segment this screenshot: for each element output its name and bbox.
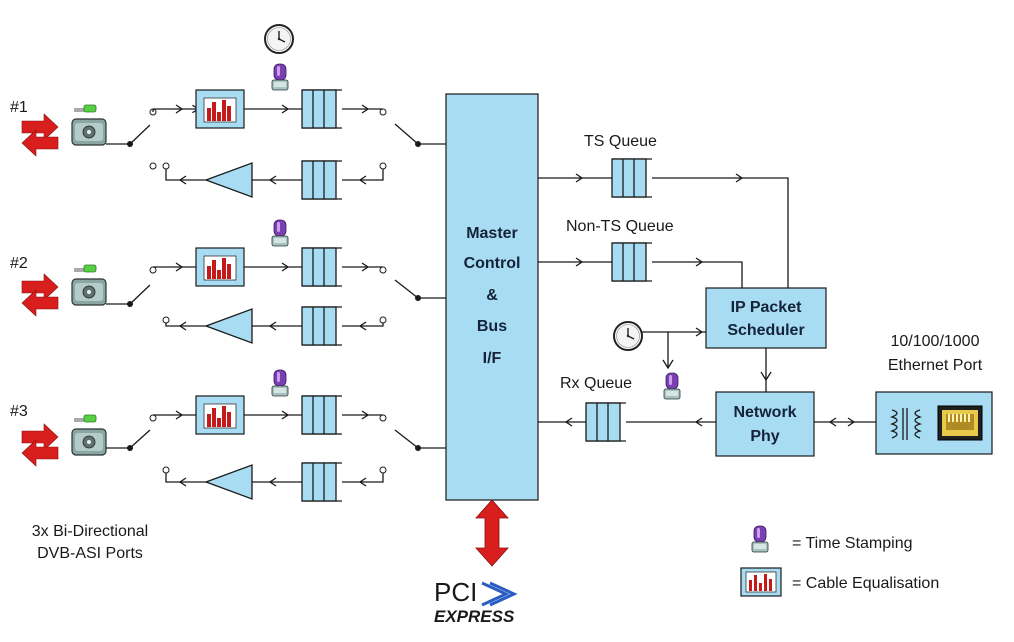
queue-icon: [301, 160, 343, 200]
clock-icon: [264, 24, 294, 54]
port-label-3: #3: [10, 403, 28, 420]
queue-icon: [301, 395, 343, 435]
amplifier-icon: [205, 464, 253, 500]
ethernet-label-line1: 10/100/1000: [891, 333, 980, 350]
cable-equaliser-icon: [195, 247, 245, 287]
time-stamp-icon: [663, 372, 681, 400]
queue-icon: [301, 247, 343, 287]
rx-queue-icon: [585, 402, 627, 442]
cable-equaliser-icon: [195, 395, 245, 435]
pci-express-logo: PCI EXPRESS: [434, 577, 518, 626]
master-line2: Control: [464, 255, 521, 272]
pci-bus-arrow-icon: [475, 499, 509, 567]
time-stamp-icon: [271, 63, 289, 91]
cable-equaliser-icon: [195, 89, 245, 129]
port-label-1: #1: [10, 99, 28, 116]
legend-time-stamping: = Time Stamping: [792, 535, 913, 552]
flow-chevrons: [175, 104, 370, 487]
channel-1: [21, 63, 446, 200]
time-stamp-icon: [271, 369, 289, 397]
port-label-2: #2: [10, 255, 28, 272]
ports-caption-line1: 3x Bi-Directional: [32, 523, 148, 540]
ts-queue-icon: [611, 158, 653, 198]
amplifier-icon: [205, 162, 253, 198]
ports-caption-line2: DVB-ASI Ports: [37, 545, 143, 562]
phy-line1: Network: [733, 404, 796, 421]
bidirectional-arrow-icon: [21, 423, 59, 467]
legend-time-stamp-icon: [751, 525, 769, 553]
amplifier-icon: [205, 308, 253, 344]
master-line5: I/F: [483, 350, 502, 367]
rj45-jack-icon: [937, 405, 983, 441]
ip-packet-scheduler-block: [705, 287, 827, 349]
master-control-block: [445, 93, 539, 501]
phy-line2: Phy: [750, 428, 779, 445]
pci-logo-text: PCI: [434, 577, 477, 607]
pci-logo-express: EXPRESS: [434, 607, 515, 626]
queue-icon: [301, 306, 343, 346]
legend-cable-equalisation: = Cable Equalisation: [792, 575, 939, 592]
bnc-connector-icon: [71, 414, 107, 456]
clock-icon: [613, 321, 643, 351]
bidirectional-arrow-icon: [21, 113, 59, 157]
transformer-icon: [890, 408, 922, 440]
time-stamp-icon: [271, 219, 289, 247]
bnc-connector-icon: [71, 264, 107, 306]
rx-queue-label: Rx Queue: [560, 375, 632, 392]
master-line4: Bus: [477, 318, 507, 335]
master-line3: &: [486, 287, 498, 304]
scheduler-line2: Scheduler: [727, 322, 804, 339]
channel-3: [21, 369, 446, 502]
queue-icon: [301, 462, 343, 502]
channel-2: [21, 219, 446, 346]
ethernet-label-line2: Ethernet Port: [888, 357, 983, 374]
bidirectional-arrow-icon: [21, 273, 59, 317]
queue-icon: [301, 89, 343, 129]
master-line1: Master: [466, 225, 518, 242]
non-ts-queue-icon: [611, 242, 653, 282]
ts-queue-label: TS Queue: [584, 133, 657, 150]
legend-cable-equaliser-icon: [740, 567, 782, 597]
bnc-connector-icon: [71, 104, 107, 146]
non-ts-queue-label: Non-TS Queue: [566, 218, 674, 235]
network-phy-block: [715, 391, 815, 457]
scheduler-line1: IP Packet: [731, 299, 803, 316]
